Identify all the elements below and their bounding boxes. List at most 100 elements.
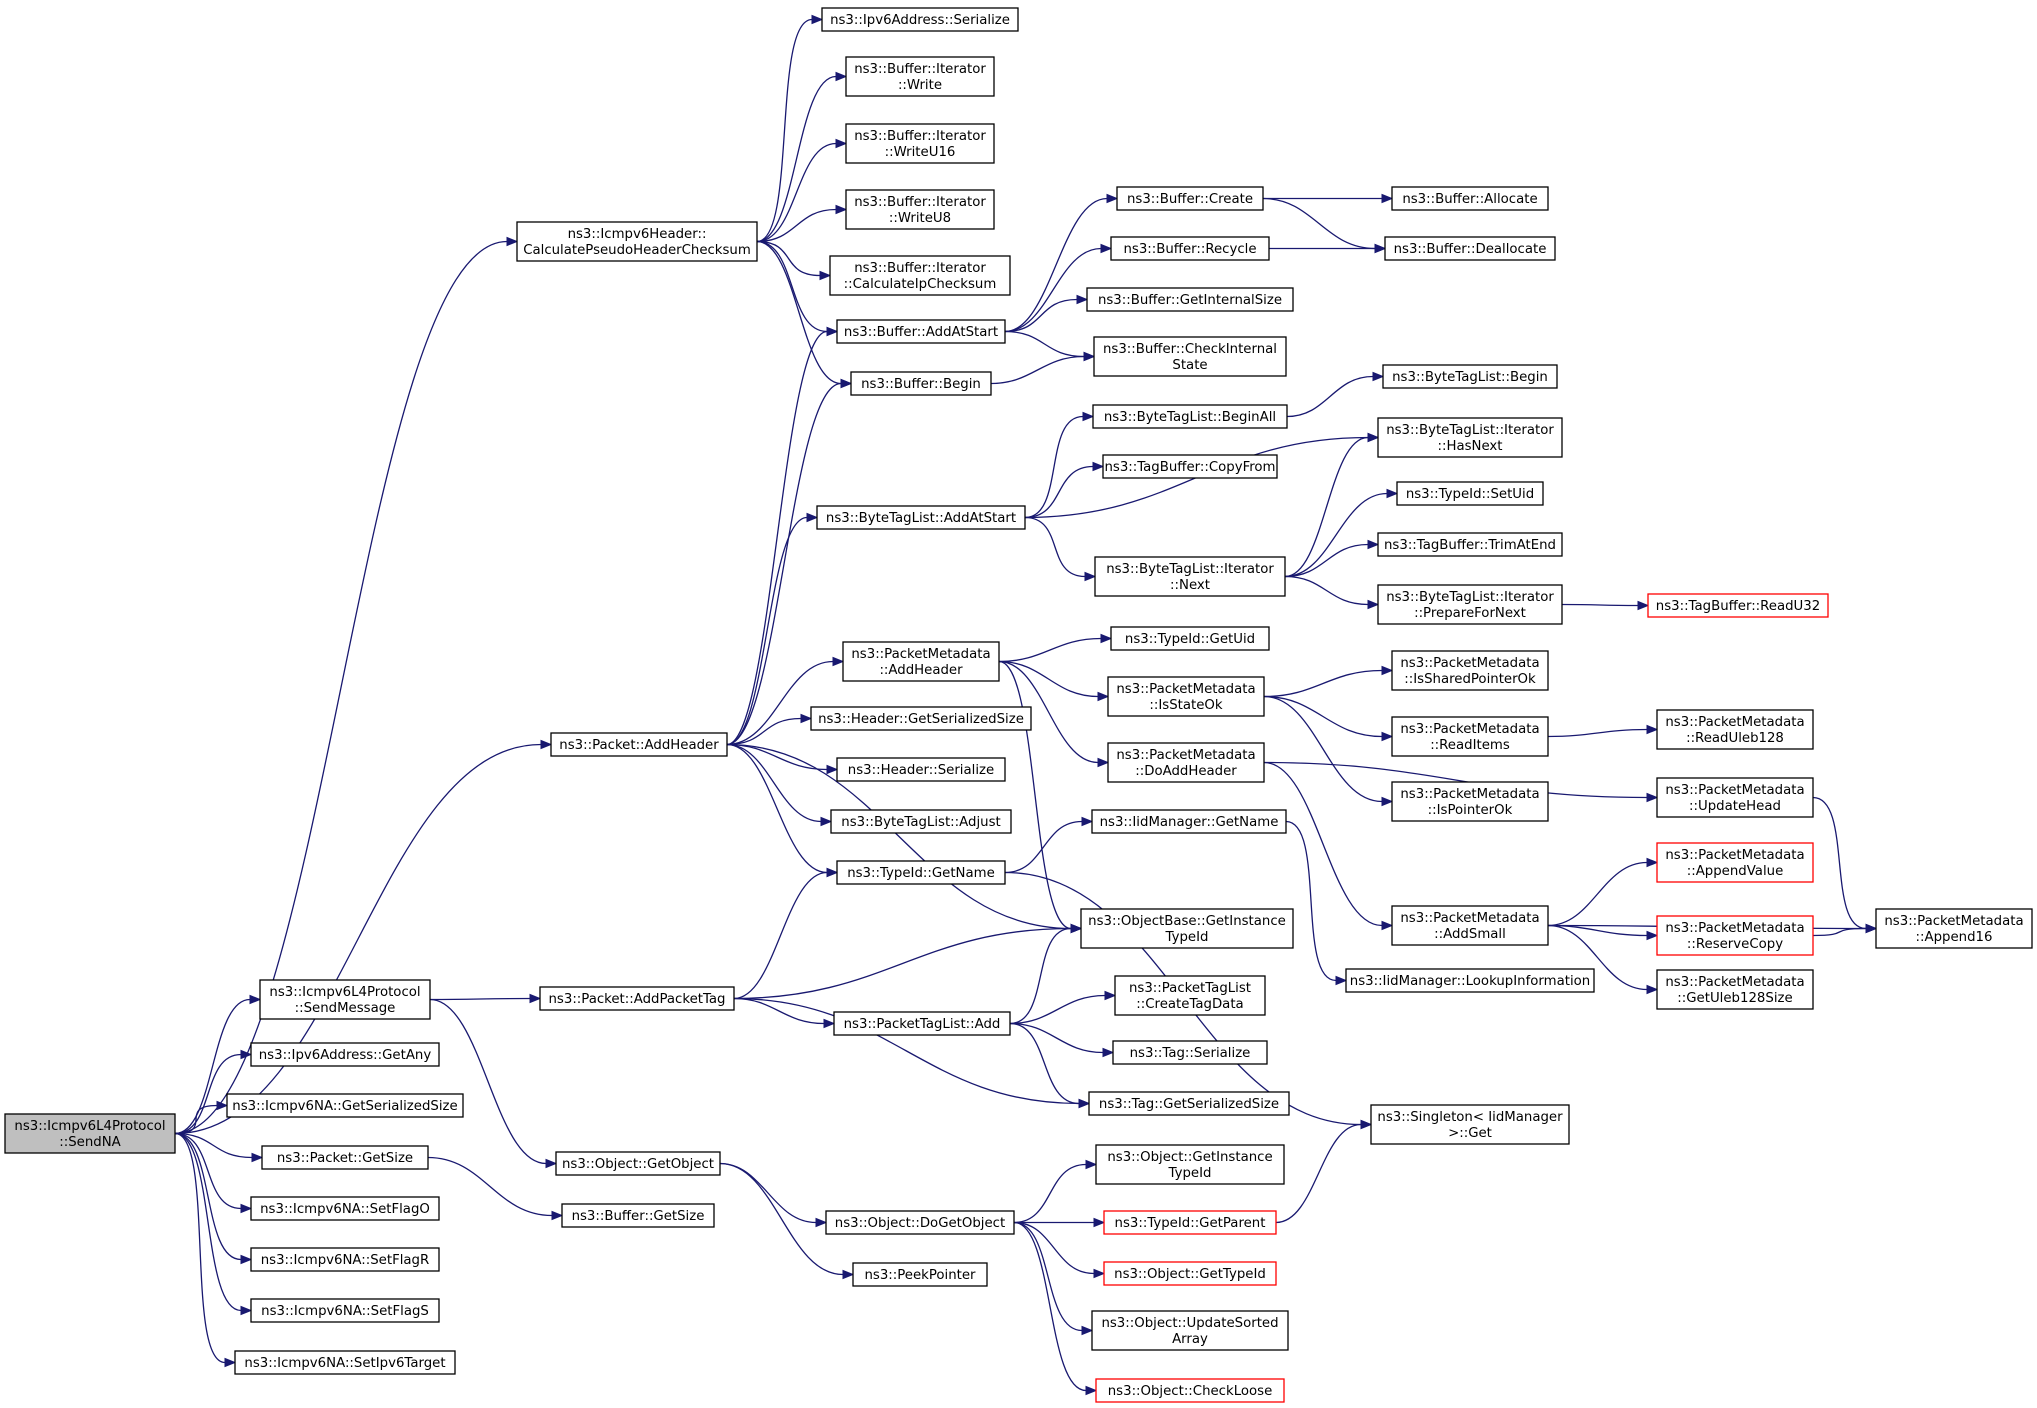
edge-line	[1547, 728, 1648, 738]
node-label: ns3::ByteTagList::AddAtStart	[826, 511, 1016, 526]
node-box	[234, 1350, 456, 1375]
node-pm_addheader[interactable]: ns3::PacketMetadata::AddHeader	[842, 641, 1000, 682]
node-buf_addatstart[interactable]: ns3::Buffer::AddAtStart	[836, 319, 1006, 344]
edge-obj_getobject-to-obj_doget	[719, 1162, 828, 1228]
node-typeid_getparent[interactable]: ns3::TypeId::GetParent	[1103, 1210, 1277, 1235]
node-hdr_getsersize[interactable]: ns3::Header::GetSerializedSize	[810, 706, 1032, 731]
edge-pm_isstateok-to-pm_readitems	[1263, 695, 1394, 742]
node-sendna[interactable]: ns3::Icmpv6L4Protocol::SendNA	[4, 1113, 176, 1154]
node-btlit_next[interactable]: ns3::ByteTagList::Iterator::Next	[1094, 556, 1286, 597]
node-typeid_getuid[interactable]: ns3::TypeId::GetUid	[1110, 626, 1270, 651]
node-box	[1103, 1210, 1277, 1235]
node-label: ns3::Tag::GetSerializedSize	[1099, 1097, 1279, 1112]
node-it_writeu16[interactable]: ns3::Buffer::Iterator::WriteU16	[845, 123, 995, 164]
edge-line	[174, 1053, 242, 1135]
node-buf_getinternalsize[interactable]: ns3::Buffer::GetInternalSize	[1086, 287, 1294, 312]
edge-calcpseudo-to-it_write	[756, 71, 848, 243]
node-ptl_createtagdata[interactable]: ns3::PacketTagList::CreateTagData	[1114, 975, 1266, 1016]
node-it_calcip[interactable]: ns3::Buffer::Iterator::CalculateIpChecks…	[829, 255, 1011, 296]
node-buf_allocate[interactable]: ns3::Buffer::Allocate	[1391, 186, 1549, 211]
node-pkt_addpackettag[interactable]: ns3::Packet::AddPacketTag	[539, 986, 735, 1011]
node-buf_recycle[interactable]: ns3::Buffer::Recycle	[1110, 236, 1270, 261]
node-setipv6target[interactable]: ns3::Icmpv6NA::SetIpv6Target	[234, 1350, 456, 1375]
node-pkt_addheader[interactable]: ns3::Packet::AddHeader	[550, 732, 728, 757]
node-label: ns3::PacketMetadata	[1665, 783, 1804, 798]
node-buf_begin[interactable]: ns3::Buffer::Begin	[850, 371, 992, 396]
node-setflags[interactable]: ns3::Icmpv6NA::SetFlagS	[250, 1298, 440, 1323]
node-ipv6_serialize[interactable]: ns3::Ipv6Address::Serialize	[821, 7, 1019, 32]
node-btl_adjust[interactable]: ns3::ByteTagList::Adjust	[830, 809, 1012, 834]
node-pm_readuleb128[interactable]: ns3::PacketMetadata::ReadUleb128	[1656, 709, 1814, 750]
node-btl_addatstart[interactable]: ns3::ByteTagList::AddAtStart	[816, 505, 1026, 530]
edge-pkt_addheader-to-btl_adjust	[726, 743, 833, 827]
node-box	[226, 1093, 464, 1118]
node-pm_issharedptr[interactable]: ns3::PacketMetadata::IsSharedPointerOk	[1391, 650, 1549, 691]
node-label: ns3::Header::GetSerializedSize	[818, 712, 1024, 727]
node-tag_serialize[interactable]: ns3::Tag::Serialize	[1112, 1040, 1268, 1065]
edge-sendmessage-to-pkt_addpackettag	[429, 993, 542, 1004]
node-box	[810, 706, 1032, 731]
node-buf_deallocate[interactable]: ns3::Buffer::Deallocate	[1384, 236, 1556, 261]
node-label: ::ReserveCopy	[1687, 937, 1783, 952]
edge-arrowhead	[835, 71, 848, 82]
node-setflagr[interactable]: ns3::Icmpv6NA::SetFlagR	[250, 1247, 440, 1272]
edge-calcpseudo-to-it_writeu8	[756, 204, 848, 243]
edge-sendna-to-calcpseudo	[174, 236, 519, 1135]
node-btl_beginall[interactable]: ns3::ByteTagList::BeginAll	[1092, 404, 1288, 429]
node-label: ns3::Buffer::Iterator	[854, 195, 986, 210]
node-ipv6_getany[interactable]: ns3::Ipv6Address::GetAny	[250, 1042, 440, 1067]
node-btlit_preparefornext[interactable]: ns3::ByteTagList::Iterator::PrepareForNe…	[1377, 584, 1563, 625]
node-ptl_add[interactable]: ns3::PacketTagList::Add	[833, 1011, 1011, 1036]
node-pm_appendvalue[interactable]: ns3::PacketMetadata::AppendValue	[1656, 842, 1814, 883]
node-pkt_getsize[interactable]: ns3::Packet::GetSize	[261, 1145, 429, 1170]
node-pm_doaddheader[interactable]: ns3::PacketMetadata::DoAddHeader	[1107, 742, 1265, 783]
node-pm_addsmall[interactable]: ns3::PacketMetadata::AddSmall	[1391, 905, 1549, 946]
node-na_getsersize[interactable]: ns3::Icmpv6NA::GetSerializedSize	[226, 1093, 464, 1118]
node-it_writeu8[interactable]: ns3::Buffer::Iterator::WriteU8	[845, 189, 995, 230]
node-singleton_get[interactable]: ns3::Singleton< IidManager>::Get	[1370, 1104, 1570, 1145]
node-iid_lookup[interactable]: ns3::IidManager::LookupInformation	[1345, 968, 1595, 993]
node-obj_checkloose[interactable]: ns3::Object::CheckLoose	[1095, 1378, 1285, 1403]
node-it_write[interactable]: ns3::Buffer::Iterator::Write	[845, 56, 995, 97]
node-pm_append16[interactable]: ns3::PacketMetadata::Append16	[1875, 908, 2033, 949]
node-btl_begin[interactable]: ns3::ByteTagList::Begin	[1382, 364, 1558, 389]
node-btlit_hasnext[interactable]: ns3::ByteTagList::Iterator::HasNext	[1377, 417, 1563, 458]
edge-line	[1262, 197, 1376, 250]
node-pm_getuleb128size[interactable]: ns3::PacketMetadata::GetUleb128Size	[1656, 969, 1814, 1010]
node-pm_isstateok[interactable]: ns3::PacketMetadata::IsStateOk	[1107, 676, 1265, 717]
node-box	[836, 860, 1006, 885]
edge-line	[174, 1132, 253, 1159]
edge-line	[1547, 924, 1648, 991]
node-buf_create[interactable]: ns3::Buffer::Create	[1116, 186, 1264, 211]
node-pm_updatehead[interactable]: ns3::PacketMetadata::UpdateHead	[1656, 777, 1814, 818]
node-box	[1107, 742, 1265, 783]
node-label: ns3::Ipv6Address::GetAny	[259, 1048, 432, 1063]
node-label: ns3::TagBuffer::ReadU32	[1656, 599, 1820, 614]
node-pm_readitems[interactable]: ns3::PacketMetadata::ReadItems	[1391, 716, 1549, 757]
node-typeid_setuid[interactable]: ns3::TypeId::SetUid	[1396, 481, 1544, 506]
node-tagbuf_trimatend[interactable]: ns3::TagBuffer::TrimAtEnd	[1377, 532, 1563, 557]
node-tagbuf_copyfrom[interactable]: ns3::TagBuffer::CopyFrom	[1102, 454, 1278, 479]
node-obj_gettypeid[interactable]: ns3::Object::GetTypeId	[1103, 1261, 1277, 1286]
node-tagbuf_readu32[interactable]: ns3::TagBuffer::ReadU32	[1647, 593, 1829, 618]
node-pm_reservecopy[interactable]: ns3::PacketMetadata::ReserveCopy	[1656, 915, 1814, 956]
node-hdr_serialize[interactable]: ns3::Header::Serialize	[836, 757, 1006, 782]
edge-buf_create-to-buf_allocate	[1263, 193, 1394, 204]
node-label: ns3::ByteTagList::Iterator	[1386, 423, 1554, 438]
node-calcpseudo[interactable]: ns3::Icmpv6Header::CalculatePseudoHeader…	[516, 221, 758, 262]
edge-pkt_addheader-to-buf_begin	[726, 378, 853, 746]
node-typeid_getname[interactable]: ns3::TypeId::GetName	[836, 860, 1006, 885]
node-setflago[interactable]: ns3::Icmpv6NA::SetFlagO	[250, 1196, 440, 1221]
node-buf_getsize[interactable]: ns3::Buffer::GetSize	[561, 1203, 715, 1228]
node-tag_getsersize[interactable]: ns3::Tag::GetSerializedSize	[1088, 1091, 1290, 1116]
node-obj_doget[interactable]: ns3::Object::DoGetObject	[825, 1210, 1015, 1235]
node-iid_getname[interactable]: ns3::IidManager::GetName	[1091, 809, 1287, 834]
node-pm_ispointerok[interactable]: ns3::PacketMetadata::IsPointerOk	[1391, 781, 1549, 822]
node-peekpointer[interactable]: ns3::PeekPointer	[852, 1262, 988, 1287]
node-sendmessage[interactable]: ns3::Icmpv6L4Protocol::SendMessage	[259, 979, 431, 1020]
node-obj_getobject[interactable]: ns3::Object::GetObject	[555, 1151, 721, 1176]
